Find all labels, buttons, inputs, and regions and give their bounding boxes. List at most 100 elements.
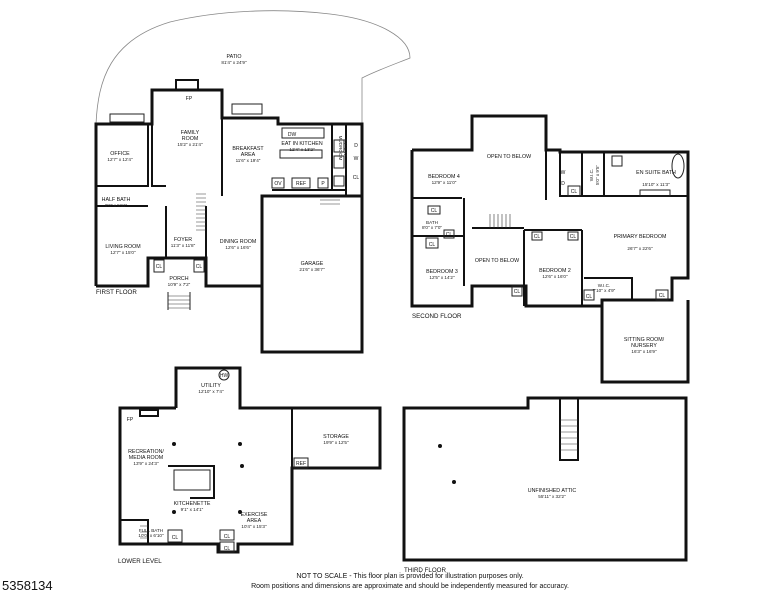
kitchenette-label: KITCHENETTE xyxy=(174,501,211,507)
sf-cl-7: CL xyxy=(586,294,593,300)
bath-label: BATH xyxy=(426,220,438,225)
recreation-label-1: RECREATION/ xyxy=(128,449,164,455)
lower-level-lights xyxy=(172,442,244,514)
office-dim: 12'7" x 12'4" xyxy=(107,157,133,162)
sf-cl-6: CL xyxy=(514,289,521,295)
garage-label: GARAGE xyxy=(301,261,324,267)
bedroom4-dim: 12'9" x 11'0" xyxy=(432,180,457,185)
ov-label: OV xyxy=(274,181,282,187)
recreation-dim: 13'9" x 24'3" xyxy=(133,461,159,466)
wic2-dim: 7'10" x 4'9" xyxy=(593,288,616,293)
third-floor-walls xyxy=(402,396,688,562)
ll-cl-1: CL xyxy=(172,535,179,541)
dining-room-label: DINING ROOM xyxy=(220,239,257,245)
breakfast-label-1: BREAKFAST xyxy=(232,146,264,152)
p-label: P xyxy=(321,181,325,187)
bedroom2-dim: 12'6" x 16'0" xyxy=(542,274,568,279)
porch-label: PORCH xyxy=(169,276,188,282)
mudroom-label: MUDROOM xyxy=(338,136,343,161)
sf-cl-ens: CL xyxy=(571,189,578,195)
bedroom3-label: BEDROOM 3 xyxy=(426,269,458,275)
second-floor-walls xyxy=(410,114,690,384)
ff-ref-label: REF xyxy=(296,181,306,187)
office-label: OFFICE xyxy=(110,151,130,157)
ff-cl-label: CL xyxy=(353,175,360,181)
breakfast-label-2: AREA xyxy=(241,152,256,158)
en-suite-dim: 15'10" x 11'3" xyxy=(642,182,670,187)
dw-label: DW xyxy=(288,132,297,138)
attic-dim: 55'11" x 32'2" xyxy=(538,494,566,499)
ll-ref-label: REF xyxy=(296,461,306,467)
sf-d-label: D xyxy=(561,181,565,187)
patio-outline xyxy=(95,10,411,125)
family-room-dim: 15'2" x 21'4" xyxy=(177,142,203,147)
exercise-label-1: EXERCISE xyxy=(241,512,268,518)
primary-bedroom-label: PRIMARY BEDROOM xyxy=(614,234,667,240)
listing-id: 5358134 xyxy=(2,578,53,593)
utility-dim: 12'10" x 7'4" xyxy=(198,389,224,394)
disclaimer-line-1: NOT TO SCALE - This floor plan is provid… xyxy=(296,573,524,580)
patio-label: PATIO xyxy=(226,54,241,60)
sf-cl-4: CL xyxy=(534,234,541,240)
second-floor-title: SECOND FLOOR xyxy=(412,313,462,320)
kitchen-dim: 12'4" x 13'2" xyxy=(289,147,315,152)
ll-cl-2: CL xyxy=(224,534,231,540)
third-floor-title: THIRD FLOOR xyxy=(404,567,446,574)
primary-bedroom-dim: 26'7" x 22'6" xyxy=(627,246,653,251)
exercise-dim: 10'4" x 15'3" xyxy=(241,524,267,529)
half-bath-dim: 6'0" x 5'11" xyxy=(105,203,128,208)
porch-dim: 10'9" x 7'2" xyxy=(168,282,191,287)
sf-w-label: W xyxy=(561,170,566,176)
sf-cl-3: CL xyxy=(429,242,436,248)
patio-dim: 81'4" x 24'9" xyxy=(221,60,247,65)
wic-dim: 5'0" x 9'5" xyxy=(595,165,600,185)
first-floor-title: FIRST FLOOR xyxy=(96,289,137,296)
bedroom3-dim: 12'5" x 14'2" xyxy=(429,275,455,280)
open-to-below-top: OPEN TO BELOW xyxy=(487,154,531,160)
full-bath-dim: 10'0" x 6'10" xyxy=(138,533,164,538)
ff-cl1-label: CL xyxy=(156,264,163,270)
half-bath-label: HALF BATH xyxy=(102,197,131,203)
ll-fp-label: FP xyxy=(127,417,134,423)
living-room-label: LIVING ROOM xyxy=(105,244,140,250)
ff-cl2-label: CL xyxy=(196,264,203,270)
storage-dim: 19'9" x 12'5" xyxy=(323,440,349,445)
dining-room-dim: 12'6" x 16'6" xyxy=(225,245,251,250)
bedroom2-label: BEDROOM 2 xyxy=(539,268,571,274)
attic-label: UNFINISHED ATTIC xyxy=(528,488,577,494)
mudroom-dim: 8'1" x 12' xyxy=(343,139,348,158)
sf-cl-8: CL xyxy=(659,293,666,299)
sitting-room-dim: 16'3" x 16'9" xyxy=(631,349,657,354)
bath-dim: 8'0" x 7'0" xyxy=(422,225,442,230)
en-suite-label: EN SUITE BATH xyxy=(636,170,676,176)
ff-w-label: W xyxy=(354,156,359,162)
family-room-label-2: ROOM xyxy=(182,136,198,142)
ff-d-label: D xyxy=(354,143,358,149)
kitchen-label: EAT IN KITCHEN xyxy=(281,141,322,147)
foyer-dim: 11'3" x 11'8" xyxy=(171,243,196,248)
foyer-label: FOYER xyxy=(174,237,192,243)
bedroom4-label: BEDROOM 4 xyxy=(428,174,460,180)
first-floor-walls xyxy=(94,79,364,354)
living-room-dim: 12'7" x 15'0" xyxy=(110,250,136,255)
sitting-room-label-1: SITTING ROOM/ xyxy=(624,337,665,343)
lower-level-walls xyxy=(118,366,382,554)
hw-label: HW xyxy=(220,373,229,379)
utility-label: UTILITY xyxy=(201,383,221,389)
sf-cl-5: CL xyxy=(570,234,577,240)
storage-label: STORAGE xyxy=(323,434,349,440)
ll-cl-3: CL xyxy=(224,546,231,552)
ff-fp-label: FP xyxy=(186,96,193,102)
sitting-room-label-2: NURSERY xyxy=(631,343,657,349)
breakfast-dim: 11'6" x 19'4" xyxy=(236,158,261,163)
recreation-label-2: MEDIA ROOM xyxy=(129,455,163,461)
kitchenette-dim: 9'1" x 14'1" xyxy=(181,507,204,512)
sf-cl-2: CL xyxy=(446,232,453,238)
wic-label: W.I.C. xyxy=(589,169,594,182)
full-bath-label: FULL BATH xyxy=(139,528,163,533)
sf-cl-1: CL xyxy=(431,208,438,214)
disclaimer: NOT TO SCALE - This floor plan is provid… xyxy=(200,572,620,592)
lower-level-title: LOWER LEVEL xyxy=(118,558,162,565)
disclaimer-line-2: Room positions and dimensions are approx… xyxy=(251,583,569,590)
